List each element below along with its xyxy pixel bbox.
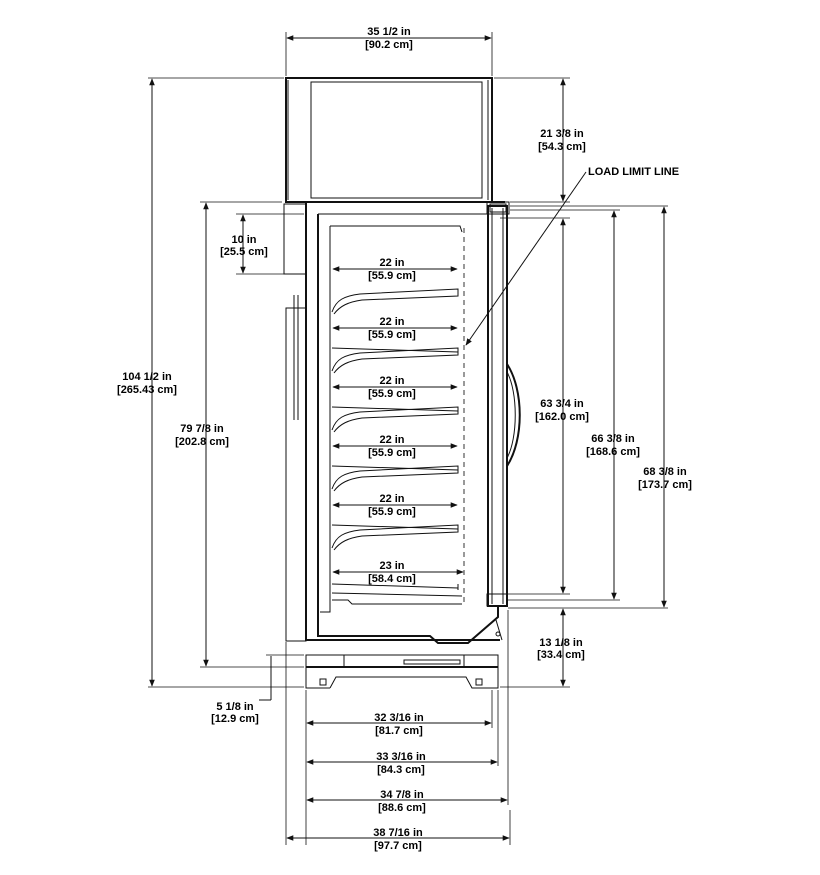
dim-cabinet-height (200, 201, 304, 668)
foot-height-metric: [12.9 cm] (211, 713, 259, 725)
cabinet-height-metric: [202.8 cm] (175, 436, 229, 448)
shelf-width-metric: [55.9 cm] (368, 447, 416, 459)
top-gap-metric: [25.5 cm] (220, 246, 268, 258)
shelf-width-imperial: 22 in (379, 257, 404, 269)
door-mid-imperial: 66 3/8 in (591, 433, 635, 445)
top-gap-imperial: 10 in (231, 234, 256, 246)
door-inner-metric: [162.0 cm] (535, 411, 589, 423)
base-height-metric: [33.4 cm] (537, 649, 585, 661)
dim-base-height (500, 608, 570, 688)
depth-4-metric: [97.7 cm] (374, 840, 422, 852)
foot-height-imperial: 5 1/8 in (216, 701, 254, 713)
door-outer-metric: [173.7 cm] (638, 479, 692, 491)
door (486, 201, 521, 607)
shelf-width-metric: [58.4 cm] (368, 573, 416, 585)
overall-height-imperial: 104 1/2 in (122, 371, 172, 383)
shelf-width-imperial: 22 in (379, 493, 404, 505)
dim-overall-height (148, 77, 304, 688)
dim-door-outer (508, 205, 668, 609)
shelf-width-imperial: 22 in (379, 375, 404, 387)
depth-1-metric: [81.7 cm] (375, 725, 423, 737)
top-width-metric: [90.2 cm] (365, 39, 413, 51)
dim-foot-height (259, 654, 304, 701)
shelf-width-metric: [55.9 cm] (368, 270, 416, 282)
canopy-height-imperial: 21 3/8 in (540, 128, 584, 140)
depth-1-imperial: 32 3/16 in (374, 712, 424, 724)
shelf-labels: 22 in[55.9 cm]22 in[55.9 cm]22 in[55.9 c… (332, 257, 464, 585)
door-outer-imperial: 68 3/8 in (643, 466, 687, 478)
base-height-imperial: 13 1/8 in (539, 637, 583, 649)
canopy-height-metric: [54.3 cm] (538, 141, 586, 153)
canopy-top-box (285, 77, 493, 203)
depth-2-imperial: 33 3/16 in (376, 751, 426, 763)
dim-door-mid (508, 209, 620, 601)
shelf (331, 524, 459, 590)
cabinet-body (283, 201, 508, 689)
door-mid-metric: [168.6 cm] (586, 446, 640, 458)
shelf-width-imperial: 22 in (379, 434, 404, 446)
depth-2-metric: [84.3 cm] (377, 764, 425, 776)
door-inner-imperial: 63 3/4 in (540, 398, 584, 410)
top-width-imperial: 35 1/2 in (367, 26, 411, 38)
dim-depth-4 (285, 642, 511, 845)
dim-depth-2 (306, 690, 499, 766)
shelf-width-imperial: 23 in (379, 560, 404, 572)
load-limit-leader (465, 171, 587, 346)
dim-canopy-height (494, 77, 570, 203)
overall-height-metric: [265.43 cm] (117, 384, 177, 396)
shelf-width-metric: [55.9 cm] (368, 388, 416, 400)
dim-door-inner (500, 217, 570, 595)
dim-depth-1 (305, 690, 493, 845)
shelves (331, 288, 463, 597)
depth-4-imperial: 38 7/16 in (373, 827, 423, 839)
dim-depth-3 (306, 610, 509, 805)
dim-top-gap (236, 213, 304, 275)
dim-top-width (285, 32, 493, 76)
shelf-width-metric: [55.9 cm] (368, 506, 416, 518)
dimension-labels: 35 1/2 in [90.2 cm] 21 3/8 in [54.3 cm] … (117, 26, 692, 852)
shelf-width-imperial: 22 in (379, 316, 404, 328)
depth-3-metric: [88.6 cm] (378, 802, 426, 814)
shelf (331, 592, 463, 597)
cabinet-height-imperial: 79 7/8 in (180, 423, 224, 435)
load-limit-label: LOAD LIMIT LINE (588, 166, 679, 178)
depth-3-imperial: 34 7/8 in (380, 789, 424, 801)
shelf-width-metric: [55.9 cm] (368, 329, 416, 341)
